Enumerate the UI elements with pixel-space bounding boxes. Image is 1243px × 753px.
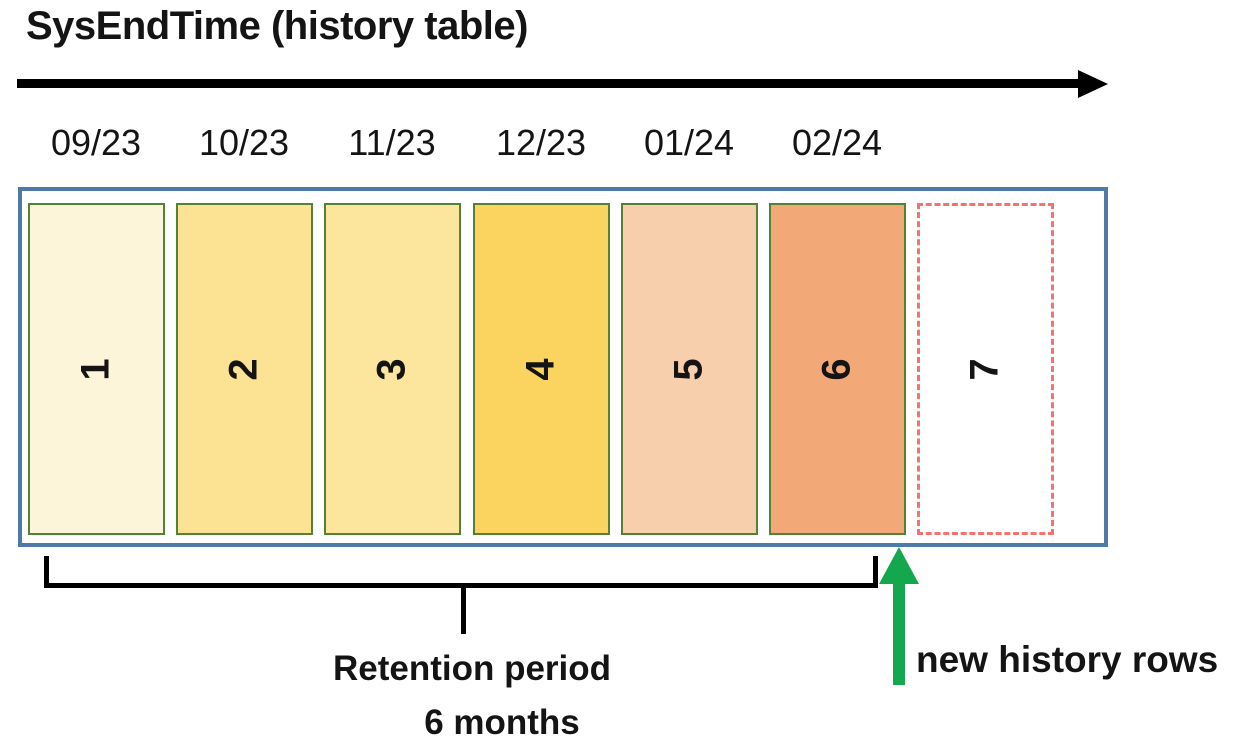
date-label-11-23: 11/23 [348,122,436,163]
retention-bracket-stem [461,588,466,634]
partition-5: 5 [621,203,758,535]
partition-3: 3 [324,203,461,535]
partition-4: 4 [473,203,610,535]
retention-label: Retention period 6 months [272,642,672,751]
partition-2: 2 [176,203,313,535]
partition-1: 1 [28,203,165,535]
partition-number: 1 [74,357,118,381]
partition-number: 7 [963,357,1007,381]
partition-number: 3 [370,357,414,381]
new-rows-arrow-stem [893,582,905,685]
retention-label-line1: Retention period [332,649,612,688]
date-label-12-23: 12/23 [495,122,587,163]
new-rows-label: new history rows [916,639,1219,680]
timeline-arrow-line [17,79,1080,88]
partition-number: 2 [222,357,266,381]
partition-number: 4 [519,357,563,381]
new-rows-arrowhead-icon [879,547,919,584]
retention-label-line2: 6 months [424,703,580,743]
retention-bracket-line [44,583,878,588]
timeline-arrowhead-icon [1078,70,1108,98]
partition-7: 7 [917,203,1054,535]
date-label-01-24: 01/24 [643,122,735,163]
date-label-10-23: 10/23 [198,122,290,163]
partition-6: 6 [769,203,906,535]
partition-number: 5 [667,357,711,381]
partition-number: 6 [815,357,859,381]
date-label-02-24: 02/24 [791,122,883,163]
retention-bracket-right-tick [873,556,878,586]
diagram-title: SysEndTime (history table) [26,4,528,48]
date-label-09-23: 09/23 [50,122,142,163]
retention-bracket-left-tick [44,556,49,586]
